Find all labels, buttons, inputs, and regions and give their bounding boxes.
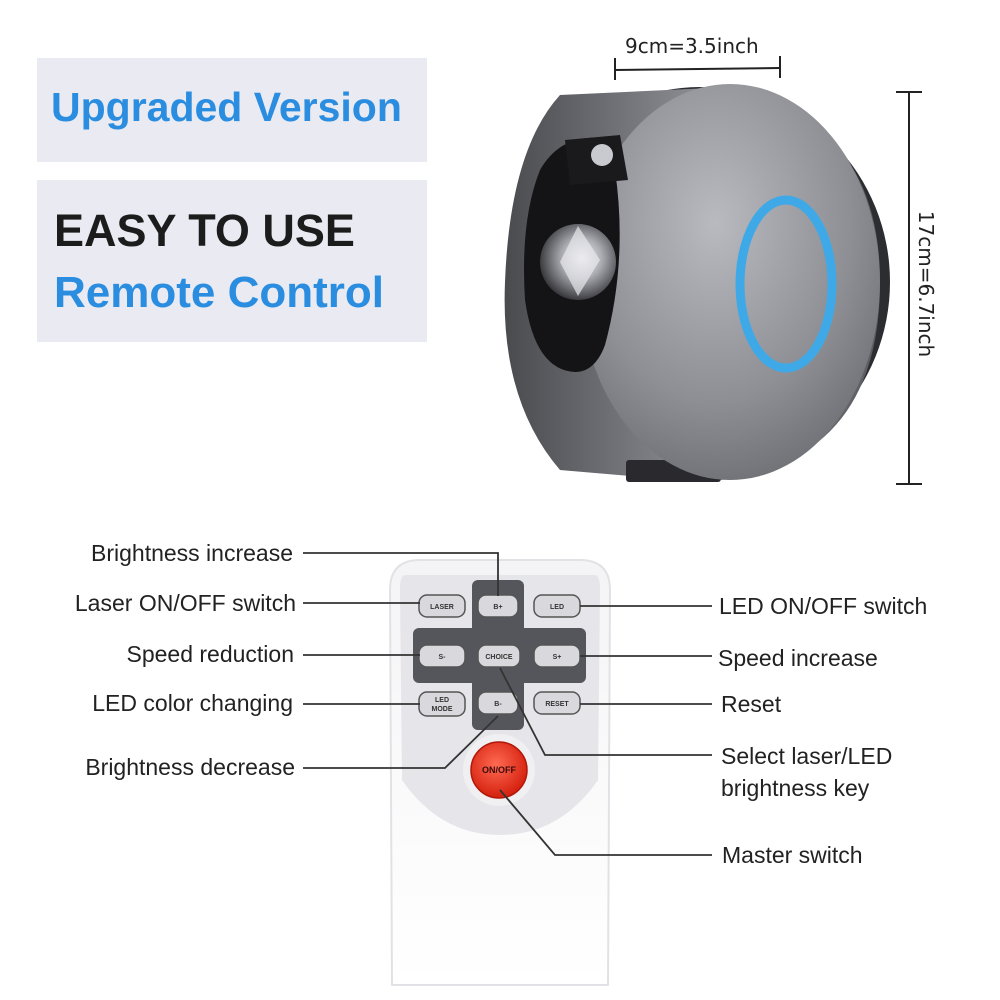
- banner-top-text: Upgraded Version: [51, 84, 402, 130]
- height-dimension: [896, 91, 922, 485]
- callout-led-switch: LED ON/OFF switch: [719, 593, 928, 619]
- banner-bottom-panel: [37, 180, 427, 342]
- choice-button-label: CHOICE: [485, 654, 513, 661]
- callout-reset: Reset: [721, 691, 782, 717]
- callout-brightness-decrease: Brightness decrease: [85, 754, 295, 780]
- reset-button-label: RESET: [545, 701, 569, 708]
- speed-down-label: S-: [439, 654, 447, 661]
- banner-line2: Remote Control: [54, 268, 384, 317]
- width-dimension: [614, 56, 781, 80]
- led-button[interactable]: LED: [533, 594, 581, 618]
- brightness-up-label: B+: [493, 604, 502, 611]
- led-mode-button[interactable]: LED MODE: [418, 691, 466, 717]
- led-mode-label-2: MODE: [432, 706, 453, 713]
- speed-down-button[interactable]: S-: [418, 644, 466, 668]
- width-dimension-label: 9cm=3.5inch: [625, 34, 759, 58]
- brightness-up-button[interactable]: B+: [477, 594, 519, 618]
- brightness-down-button[interactable]: B-: [477, 691, 519, 715]
- speed-up-button[interactable]: S+: [533, 644, 581, 668]
- callout-speed-increase: Speed increase: [718, 645, 878, 671]
- banner-top-panel: [37, 58, 427, 162]
- banner-line1: EASY TO USE: [54, 205, 355, 256]
- laser-button-label: LASER: [430, 604, 454, 611]
- callout-laser-switch: Laser ON/OFF switch: [74, 590, 296, 616]
- callout-select-line2: brightness key: [721, 775, 870, 801]
- height-dimension-label: 17cm=6.7inch: [914, 210, 938, 358]
- led-button-label: LED: [550, 604, 564, 611]
- callout-master-switch: Master switch: [722, 842, 863, 868]
- callout-speed-reduction: Speed reduction: [126, 641, 294, 667]
- power-button[interactable]: ON/OFF: [463, 734, 535, 806]
- brightness-down-label: B-: [494, 701, 502, 708]
- led-mode-label-1: LED: [435, 697, 449, 704]
- power-button-label: ON/OFF: [482, 765, 516, 775]
- callout-lines: [303, 552, 712, 856]
- reset-button[interactable]: RESET: [533, 691, 581, 715]
- callout-brightness-increase: Brightness increase: [91, 540, 293, 566]
- projector-device: [504, 84, 890, 482]
- choice-button[interactable]: CHOICE: [477, 644, 521, 668]
- speed-up-label: S+: [553, 654, 562, 661]
- callout-select-line1: Select laser/LED: [721, 743, 893, 769]
- callout-led-color: LED color changing: [92, 690, 293, 716]
- laser-button[interactable]: LASER: [418, 594, 466, 618]
- led-ring-icon: [735, 195, 837, 373]
